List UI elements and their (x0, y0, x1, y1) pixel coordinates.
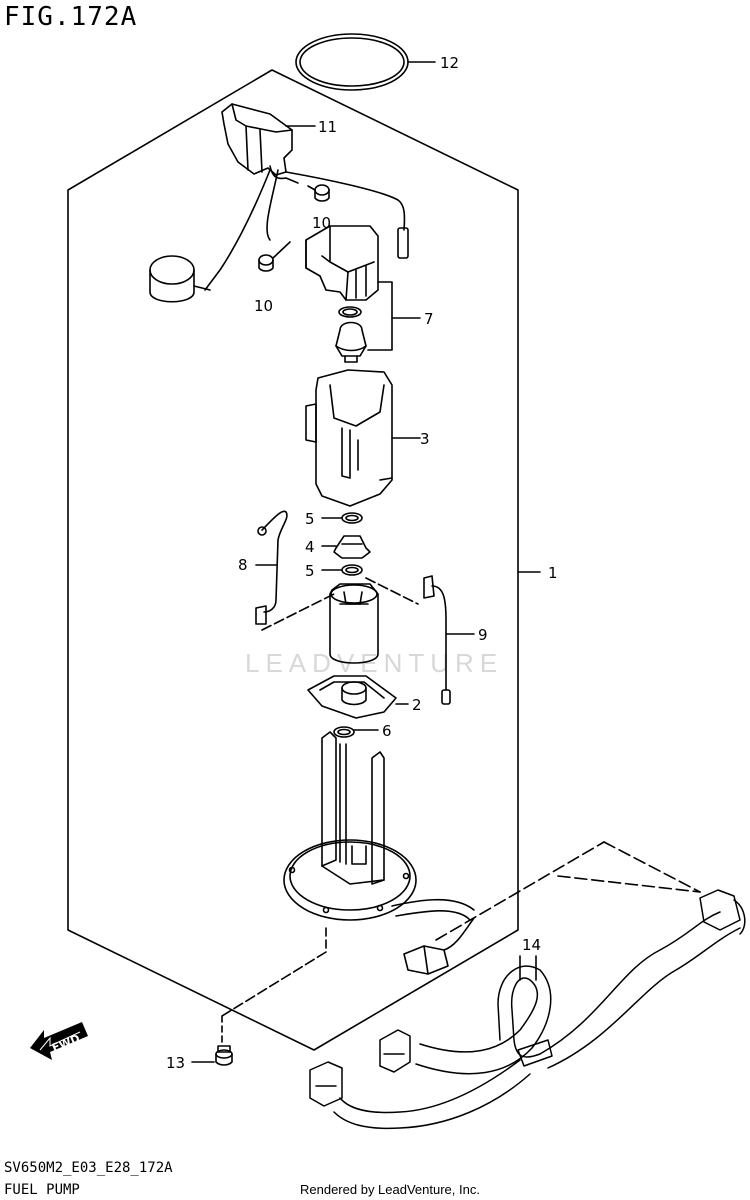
callout-10a: 10 (312, 214, 331, 232)
screw-upper (307, 184, 330, 202)
callout-labels: 1 2 3 4 5 5 6 7 8 9 10 10 11 12 13 14 (166, 54, 558, 1072)
watermark: LEADVENTURE (245, 648, 504, 678)
fuel-pump-motor (329, 583, 379, 664)
o-ring-small (333, 726, 355, 738)
pump-holder (305, 369, 393, 507)
fwd-arrow-icon: FWD (30, 1022, 88, 1060)
callout-6: 6 (382, 722, 392, 740)
callout-14: 14 (522, 936, 541, 954)
lead-wire-right (423, 575, 451, 705)
callout-2: 2 (412, 696, 422, 714)
rendered-by-credit: Rendered by LeadVenture, Inc. (300, 1182, 480, 1197)
callout-5a: 5 (305, 510, 315, 528)
filter-cap (333, 535, 371, 559)
bolt (215, 1045, 233, 1066)
callout-1: 1 (548, 564, 558, 582)
fuel-level-sender (149, 103, 409, 303)
outlet-connector (403, 917, 475, 975)
screw-lower (258, 241, 291, 272)
callout-4: 4 (305, 538, 315, 556)
fuel-pump-flange (283, 731, 475, 921)
figure-name: FUEL PUMP (4, 1182, 80, 1198)
callout-13: 13 (166, 1054, 185, 1072)
figure-code: SV650M2_E03_E28_172A (4, 1160, 173, 1176)
pump-bracket-plate (307, 675, 397, 719)
callout-3: 3 (420, 430, 430, 448)
lead-wire-left (255, 510, 288, 625)
callout-10b: 10 (254, 297, 273, 315)
gasket-ring (295, 33, 409, 91)
pressure-regulator (305, 225, 379, 363)
callout-7: 7 (424, 310, 434, 328)
fuel-hose-assembly (309, 889, 746, 1130)
assembly-frame (67, 69, 519, 1051)
callout-11: 11 (318, 118, 337, 136)
washer-upper (341, 512, 363, 524)
washer-lower (341, 564, 363, 576)
callout-12: 12 (440, 54, 459, 72)
callout-5b: 5 (305, 562, 315, 580)
figure-title: FIG.172A (4, 2, 138, 32)
callout-9: 9 (478, 626, 488, 644)
callout-8: 8 (238, 556, 248, 574)
